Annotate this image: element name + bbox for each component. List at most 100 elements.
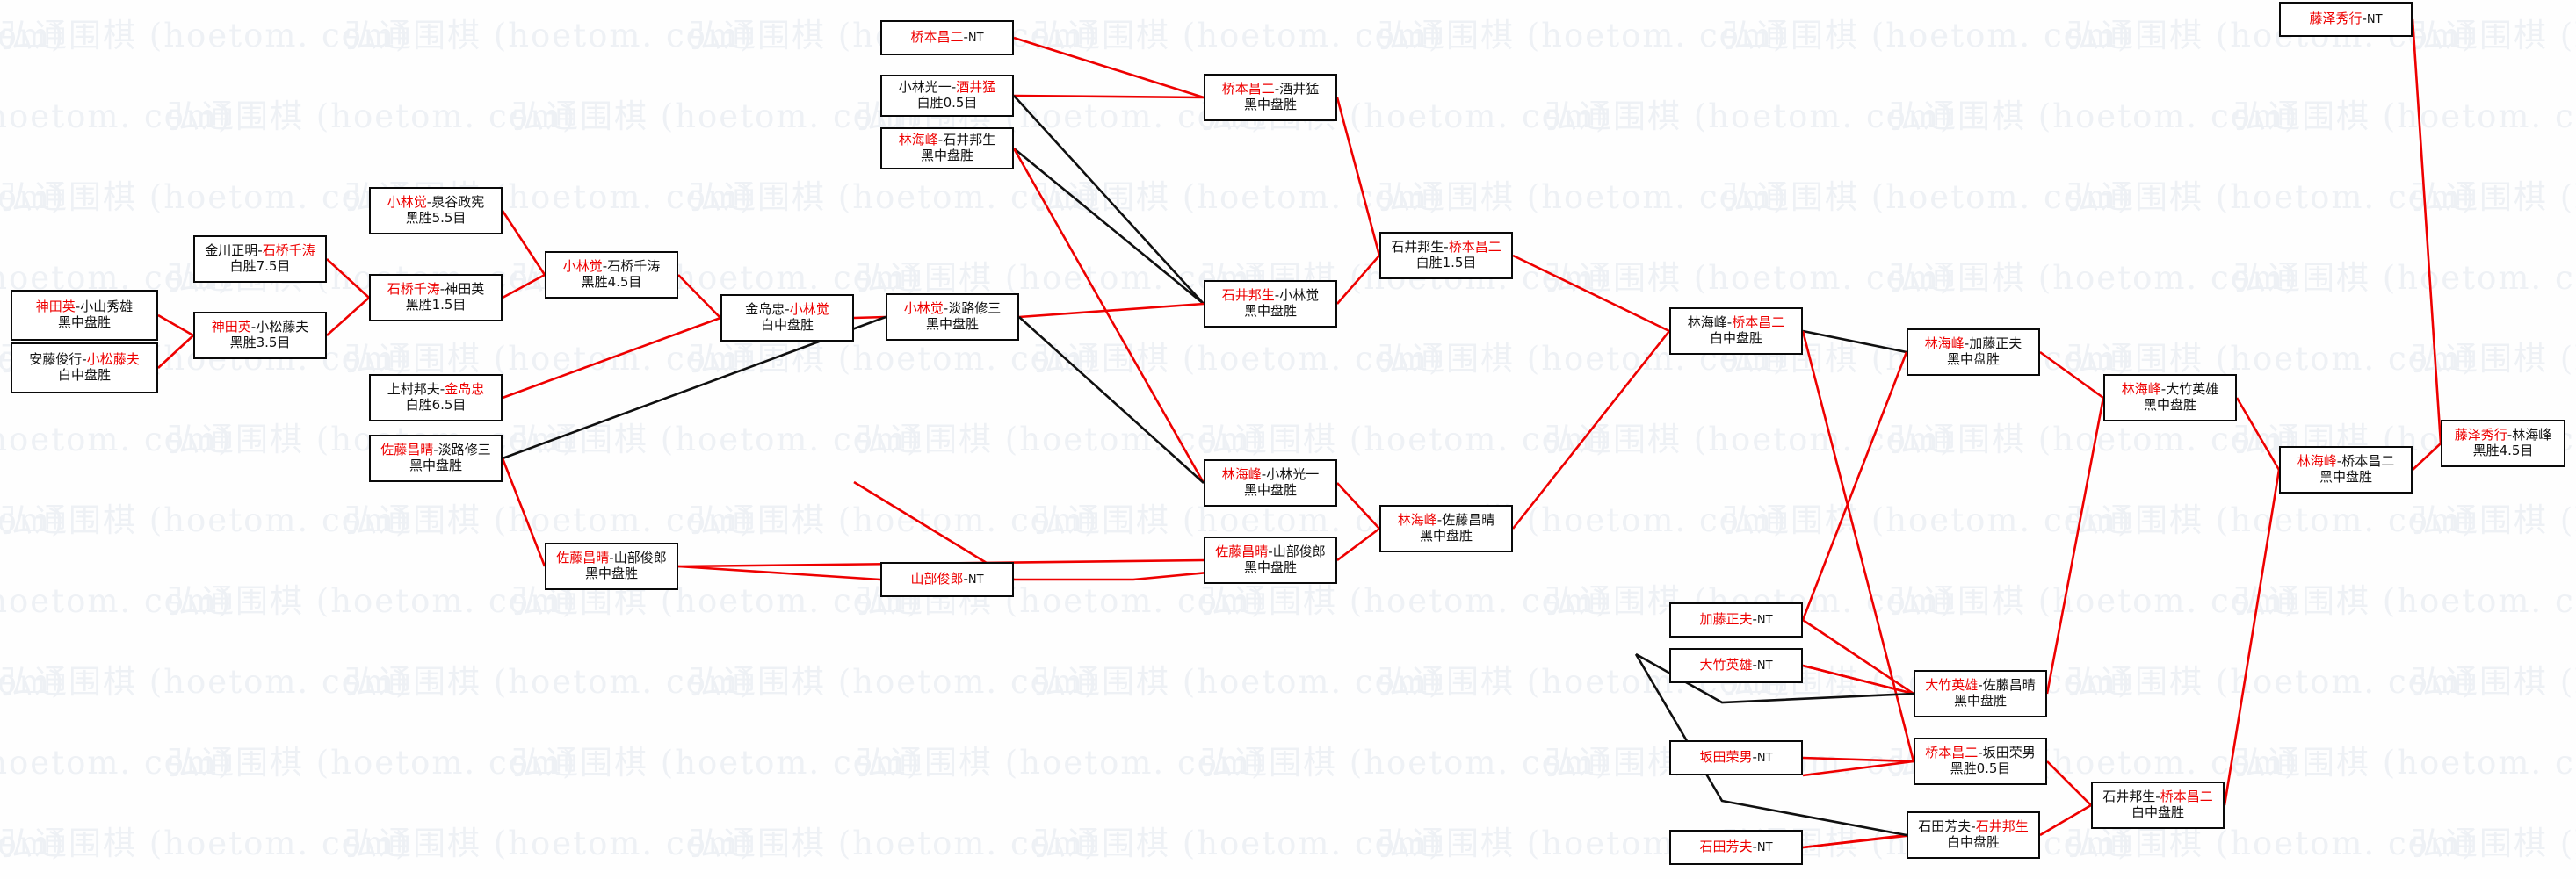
match-result: 黑中盘胜 [1243, 559, 1297, 575]
bracket-connector [2412, 443, 2442, 471]
match-box[interactable]: 石井邦生-桥本昌二白中盘胜 [2091, 782, 2225, 829]
match-box[interactable]: 林海峰-小林光一黑中盘胜 [1204, 459, 1337, 507]
bracket-connector [157, 335, 194, 369]
watermark-text: 弘通围棋 (hoetom. com) [1545, 421, 1955, 458]
player-one: 小林觉 [562, 258, 603, 275]
match-box[interactable]: 林海峰-加藤正夫黑中盘胜 [1907, 328, 2040, 376]
match-box[interactable]: 石田芳夫-NT [1669, 830, 1803, 865]
bracket-connector [1802, 664, 1914, 695]
player-two: 林海峰 [2512, 427, 2552, 443]
bracket-connector [501, 458, 546, 567]
match-box[interactable]: 佐藤昌晴-淡路修三黑中盘胜 [369, 435, 503, 482]
watermark-text: 弘通围棋 (hoetom. com) [1033, 17, 1444, 54]
watermark-text: 弘通围棋 (hoetom. com) [0, 501, 410, 539]
vs-separator: - [82, 351, 87, 368]
watermark-text: 弘通围棋 (hoetom. com) [689, 825, 1099, 862]
player-one: 石田芳夫 [1918, 818, 1972, 835]
match-box[interactable]: 林海峰-大竹英雄黑中盘胜 [2103, 374, 2237, 421]
player-one: 佐藤昌晴 [380, 442, 434, 458]
bracket-connector [1013, 147, 1205, 306]
match-box[interactable]: 金岛忠-小林觉白中盘胜 [720, 294, 854, 342]
vs-separator: - [602, 258, 608, 275]
match-box[interactable]: 林海峰-桥本昌二黑中盘胜 [2279, 446, 2413, 494]
match-result: 白中盘胜 [760, 317, 814, 333]
match-box[interactable]: 佐藤昌晴-山部俊郎黑中盘胜 [545, 543, 678, 590]
watermark-text: 弘通围棋 (hoetom. com) [167, 582, 577, 620]
match-box[interactable]: 石井邦生-小林觉黑中盘胜 [1204, 280, 1337, 328]
match-box[interactable]: 小林光一-酒井猛白胜0.5目 [880, 75, 1014, 117]
match-box[interactable]: 藤泽秀行-林海峰黑胜4.5目 [2441, 420, 2565, 467]
watermark-text: 弘通围棋 (hoetom. com) [0, 744, 233, 782]
match-box[interactable]: 神田英-小山秀雄黑中盘胜 [11, 290, 158, 341]
match-box[interactable]: 小林觉-淡路修三黑中盘胜 [886, 293, 1019, 341]
player-one: 佐藤昌晴 [556, 550, 610, 566]
match-box[interactable]: 上村邦夫-金岛忠白胜6.5目 [369, 374, 503, 421]
vs-separator: - [2336, 453, 2342, 470]
match-box[interactable]: 桥本昌二-酒井猛黑中盘胜 [1204, 74, 1337, 121]
player-two: 金岛忠 [445, 381, 485, 398]
player-two: 大竹英雄 [2166, 381, 2219, 398]
match-players: 安藤俊行-小松藤夫 [29, 351, 139, 368]
match-players: 小林光一-酒井猛 [899, 79, 996, 96]
vs-separator: - [785, 301, 790, 318]
match-box[interactable]: 小林觉-石桥千涛黑胜4.5目 [545, 251, 678, 299]
match-box[interactable]: 石井邦生-桥本昌二白胜1.5目 [1379, 232, 1513, 279]
match-box[interactable]: 加藤正夫-NT [1669, 602, 1803, 638]
player-two: 小林觉 [789, 301, 829, 318]
match-box[interactable]: 林海峰-桥本昌二白中盘胜 [1669, 307, 1803, 355]
match-result: 黑中盘胜 [1243, 303, 1297, 319]
watermark-text: 弘通围棋 (hoetom. com) [2411, 501, 2576, 539]
match-box[interactable]: 坂田荣男-NT [1669, 740, 1803, 775]
vs-separator: - [1971, 818, 1976, 835]
watermark-text: 弘通围棋 (hoetom. com) [2066, 501, 2477, 539]
match-box[interactable]: 林海峰-石井邦生黑中盘胜 [880, 127, 1014, 169]
player-one: 藤泽秀行 [2454, 427, 2507, 443]
match-box[interactable]: 石田芳夫-石井邦生白中盘胜 [1907, 811, 2040, 859]
match-box[interactable]: 金川正明-石桥千涛白胜7.5目 [193, 235, 327, 283]
match-players: 桥本昌二-酒井猛 [1221, 81, 1319, 97]
bracket-connector [2235, 397, 2281, 471]
vs-separator: - [1752, 611, 1757, 628]
watermark-text: 弘通围棋 (hoetom. com) [1033, 663, 1444, 701]
player-one: 桥本昌二 [1221, 81, 1275, 97]
match-box[interactable]: 安藤俊行-小松藤夫白中盘胜 [11, 342, 158, 393]
player-two: 泉谷政宪 [431, 194, 485, 211]
vs-separator: - [75, 299, 81, 315]
match-players: 小林觉-泉谷政宪 [387, 194, 485, 211]
watermark-text: 弘通围棋 (hoetom. com) [1200, 421, 1610, 458]
match-result: 黑中盘胜 [1419, 528, 1473, 544]
watermark-text: 弘通围棋 (hoetom. com) [2233, 582, 2576, 620]
player-one: 小林觉 [903, 300, 944, 317]
match-box[interactable]: 林海峰-佐藤昌晴黑中盘胜 [1379, 505, 1513, 552]
match-result: 黑中盘胜 [925, 316, 979, 332]
watermark-text: 弘通围棋 (hoetom. com) [344, 17, 755, 54]
match-box[interactable]: 山部俊郎-NT [880, 562, 1014, 597]
player-one: 金川正明 [205, 242, 258, 259]
watermark-text: 弘通围棋 (hoetom. com) [0, 501, 66, 539]
match-box[interactable]: 佐藤昌晴-山部俊郎黑中盘胜 [1204, 537, 1337, 584]
bracket-connector [1801, 351, 1908, 621]
vs-separator: - [1274, 81, 1280, 97]
player-one: 石井邦生 [2102, 789, 2156, 805]
watermark-text: 弘通围棋 (hoetom. com) [2066, 17, 2477, 54]
match-box[interactable]: 神田英-小松藤夫黑胜3.5目 [193, 312, 327, 359]
bracket-connector [326, 297, 370, 336]
bracket-connector [2045, 397, 2105, 695]
player-two: 小林光一 [1266, 466, 1320, 483]
player-two: 小林觉 [1279, 287, 1320, 304]
match-box[interactable]: 大竹英雄-佐藤昌晴黑中盘胜 [1914, 670, 2047, 717]
match-box[interactable]: 藤泽秀行-NT [2279, 2, 2413, 37]
watermark-text: 弘通围棋 (hoetom. com) [344, 663, 755, 701]
match-box[interactable]: 桥本昌二-坂田荣男黑胜0.5目 [1914, 738, 2047, 785]
match-box[interactable]: 桥本昌二-NT [880, 20, 1014, 55]
match-box[interactable]: 小林觉-泉谷政宪黑胜5.5目 [369, 187, 503, 234]
player-one: 大竹英雄 [1925, 677, 1979, 694]
player-two: 酒井猛 [956, 79, 996, 96]
player-two: 桥本昌二 [2341, 453, 2395, 470]
bracket-connector [326, 258, 370, 299]
bracket-connector [1013, 94, 1205, 99]
match-result: 黑中盘胜 [1243, 97, 1297, 112]
match-box[interactable]: 大竹英雄-NT [1669, 648, 1803, 683]
vs-separator: - [943, 300, 949, 317]
match-box[interactable]: 石桥千涛-神田英黑胜1.5目 [369, 274, 503, 321]
